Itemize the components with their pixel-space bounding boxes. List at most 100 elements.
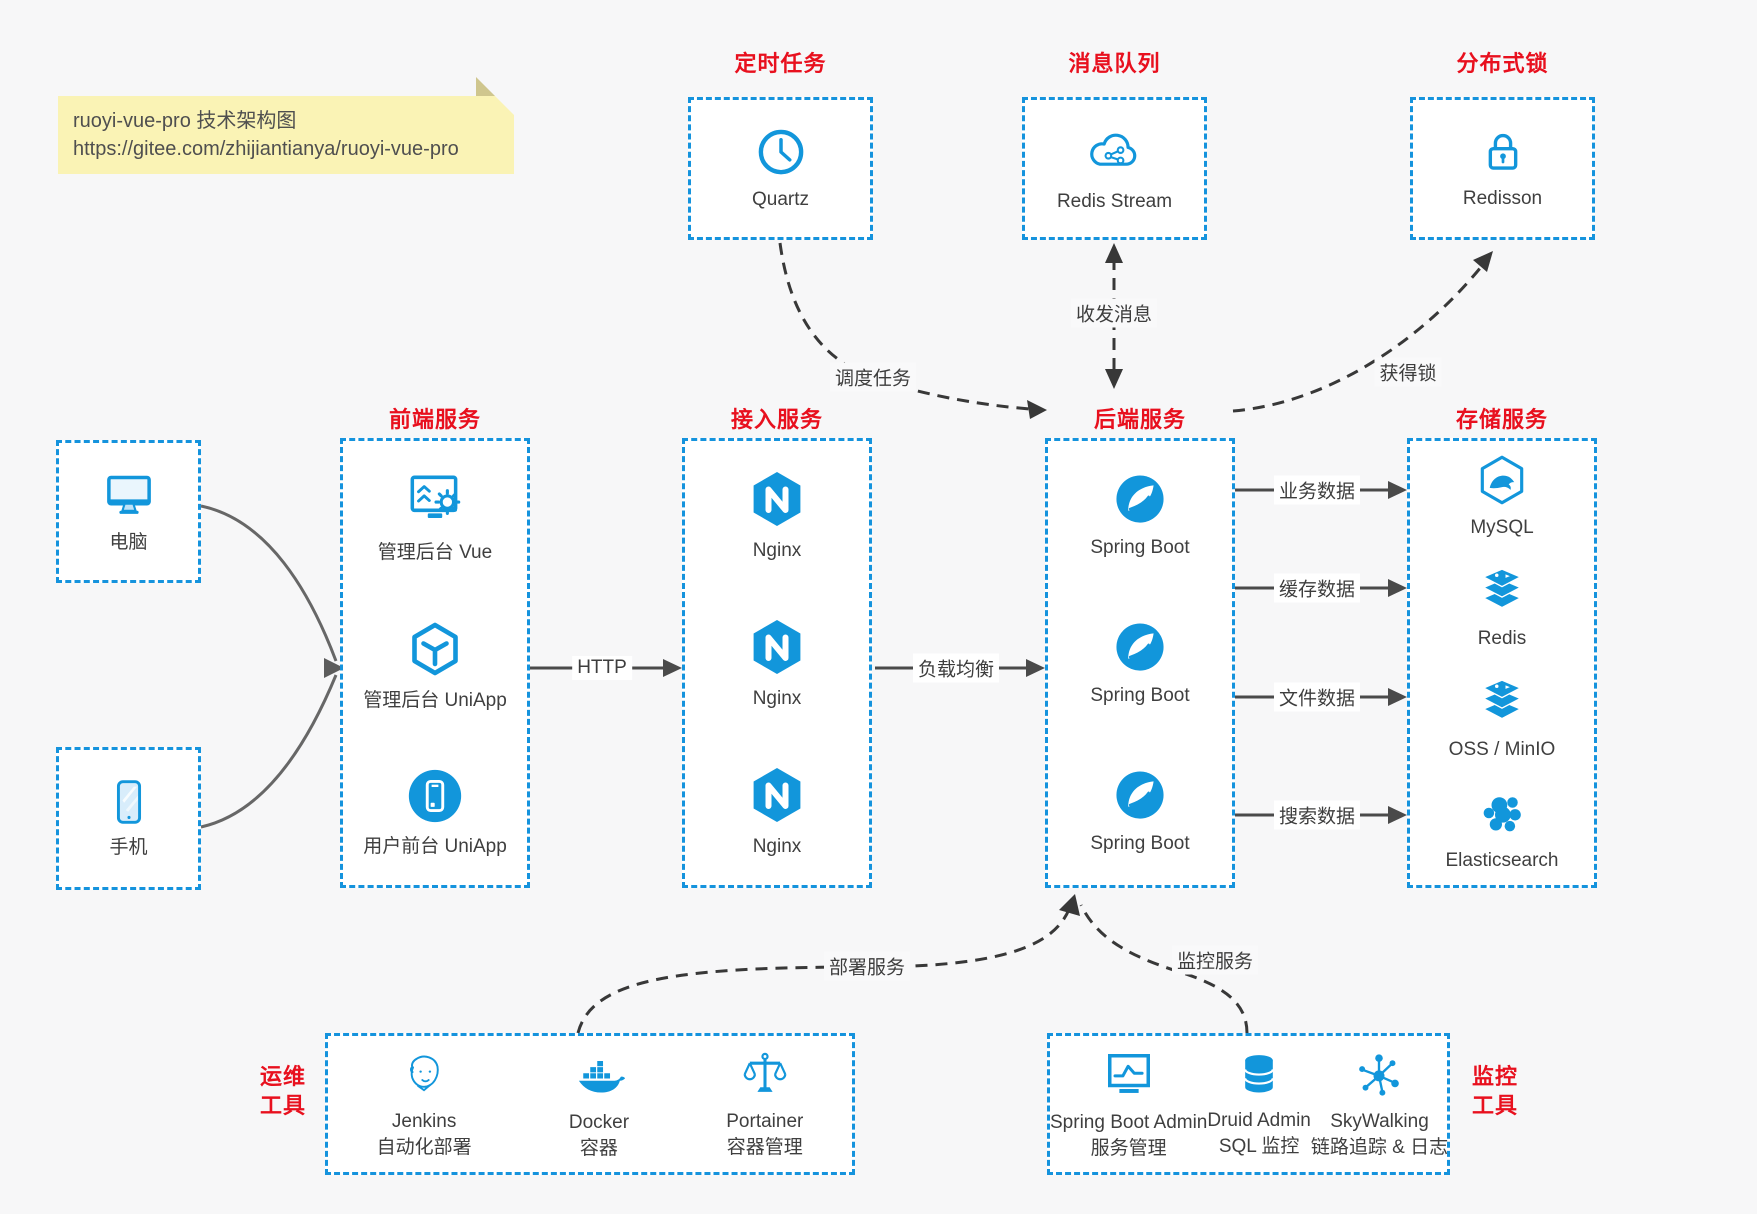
- portainer-icon: [738, 1048, 792, 1102]
- node-label: Nginx: [752, 539, 802, 561]
- node-pc: 电脑: [101, 467, 157, 556]
- uniapp-cube-icon: [403, 617, 467, 681]
- spring-icon: [1111, 470, 1169, 528]
- node-label: Nginx: [752, 835, 802, 857]
- lock-icon: [1476, 125, 1530, 179]
- edge-label-monitor: 监控服务: [1171, 945, 1259, 975]
- spring-icon: [1111, 766, 1169, 824]
- nginx-icon: [745, 763, 809, 827]
- node-label: Spring Boot: [1090, 832, 1190, 854]
- title-monitor-tools: 监控 工具: [1471, 1064, 1518, 1118]
- edge-label-search-data: 搜索数据: [1273, 800, 1361, 830]
- node-label: Elasticsearch: [1445, 850, 1559, 871]
- clock-icon: [753, 124, 809, 180]
- box-gateway: Nginx Nginx Nginx: [682, 438, 872, 888]
- node-elasticsearch: Elasticsearch: [1446, 785, 1559, 874]
- sticky-note: ruoyi-vue-pro 技术架构图 https://gitee.com/zh…: [58, 96, 514, 174]
- node-label: 电脑: [109, 532, 148, 553]
- node-mobile: 手机: [103, 776, 155, 861]
- phone-icon: [103, 776, 155, 828]
- node-nginx-3: Nginx: [745, 763, 809, 860]
- node-user-uniapp: 用户前台 UniApp: [363, 765, 507, 860]
- note-url: https://gitee.com/zhijiantianya/ruoyi-vu…: [73, 138, 459, 160]
- edge-label-http: HTTP: [572, 656, 632, 680]
- title-distributed-lock: 分布式锁: [1456, 51, 1549, 76]
- node-springboot-2: Spring Boot: [1090, 618, 1190, 709]
- box-quartz: Quartz: [688, 97, 873, 240]
- druid-icon: [1233, 1049, 1285, 1101]
- title-ops-tools: 运维 工具: [259, 1064, 306, 1118]
- node-label: Spring Boot: [1090, 536, 1190, 558]
- title-storage: 存储服务: [1455, 407, 1548, 432]
- edge-label-load-balance: 负载均衡: [912, 653, 1000, 683]
- node-label: 用户前台 UniApp: [363, 835, 507, 857]
- node-redisson: Redisson: [1463, 125, 1542, 212]
- user-app-icon: [404, 765, 466, 827]
- node-label: Redis Stream: [1056, 191, 1173, 212]
- edge-label-file-data: 文件数据: [1273, 682, 1361, 712]
- box-frontend: 管理后台 Vue 管理后台 UniApp 用户前台 UniApp: [340, 438, 530, 888]
- title-backend: 后端服务: [1093, 407, 1186, 432]
- node-label: Redisson: [1462, 188, 1543, 209]
- node-redis: Redis: [1474, 563, 1530, 652]
- box-pc-client: 电脑: [56, 440, 201, 583]
- title-gateway: 接入服务: [730, 407, 823, 432]
- box-redisson: Redisson: [1410, 97, 1595, 240]
- desktop-icon: [101, 467, 157, 523]
- node-label: OSS / MinIO: [1448, 739, 1556, 760]
- node-oss-minio: OSS / MinIO: [1448, 674, 1556, 763]
- box-storage: MySQL Redis: [1407, 438, 1597, 888]
- node-admin-vue: 管理后台 Vue: [378, 467, 492, 566]
- elasticsearch-icon: [1474, 785, 1530, 841]
- redis-icon: [1474, 563, 1530, 619]
- spring-boot-admin-icon: [1101, 1047, 1157, 1103]
- oss-icon: [1474, 674, 1530, 730]
- node-admin-uniapp: 管理后台 UniApp: [363, 617, 507, 714]
- node-springboot-1: Spring Boot: [1090, 470, 1190, 561]
- node-label: Spring Boot: [1090, 684, 1190, 706]
- node-label: Redis: [1477, 628, 1527, 649]
- edge-label-deploy: 部署服务: [823, 951, 911, 981]
- mysql-icon: [1474, 452, 1530, 508]
- node-label: Quartz: [751, 189, 810, 210]
- node-redis-stream: Redis Stream: [1057, 122, 1172, 215]
- node-label: Nginx: [752, 687, 802, 709]
- note-title: ruoyi-vue-pro 技术架构图: [73, 110, 297, 132]
- jenkins-icon: [397, 1048, 451, 1102]
- node-label: 管理后台 Vue: [377, 541, 493, 563]
- docker-icon: [571, 1047, 627, 1103]
- spring-icon: [1111, 618, 1169, 676]
- title-frontend: 前端服务: [388, 407, 481, 432]
- edge-label-biz-data: 业务数据: [1273, 475, 1361, 505]
- edge-label-message: 收发消息: [1070, 298, 1158, 328]
- node-label: MySQL: [1470, 517, 1534, 538]
- skywalking-icon: [1352, 1048, 1406, 1102]
- node-label: 管理后台 UniApp: [363, 689, 507, 711]
- node-label: 手机: [109, 837, 148, 858]
- title-message-queue: 消息队列: [1068, 51, 1161, 76]
- node-quartz: Quartz: [752, 124, 809, 213]
- edge-label-schedule: 调度任务: [829, 362, 917, 392]
- node-mysql: MySQL: [1470, 452, 1534, 541]
- cloud-stream-icon: [1084, 122, 1144, 182]
- admin-vue-icon: [402, 467, 468, 533]
- edge-label-cache-data: 缓存数据: [1273, 573, 1361, 603]
- box-backend: Spring Boot Spring Boot Spring Boot: [1045, 438, 1235, 888]
- nginx-icon: [745, 467, 809, 531]
- node-springboot-3: Spring Boot: [1090, 766, 1190, 857]
